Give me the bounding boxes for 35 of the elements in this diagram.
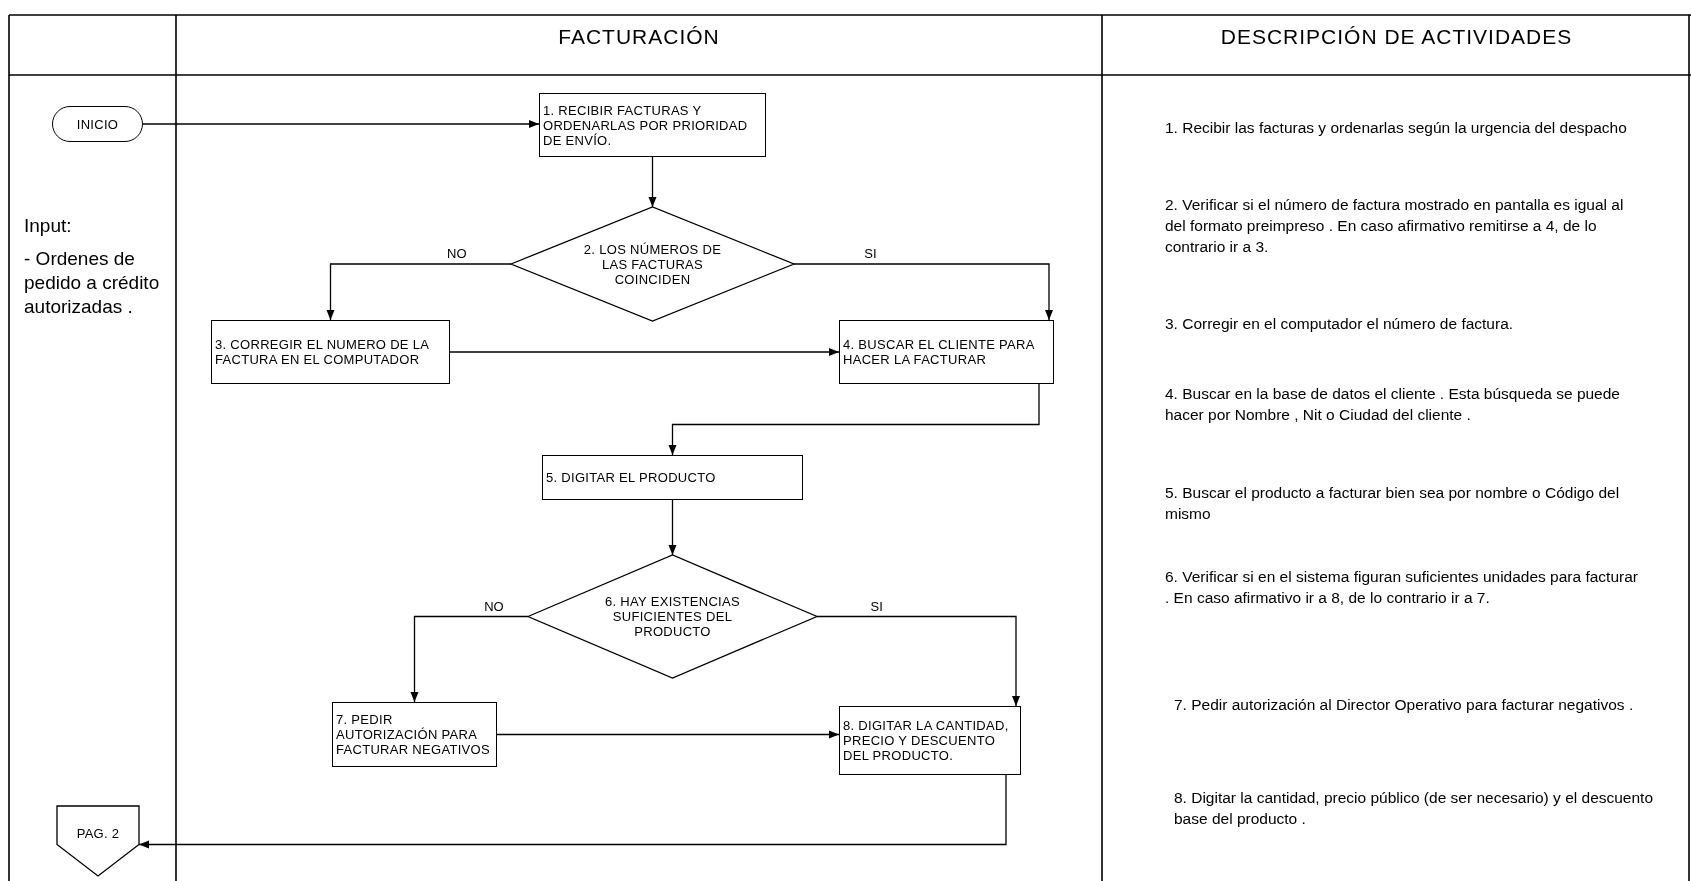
decision-diamond: 6. HAY EXISTENCIAS SUFICIENTES DEL PRODUCTO: [528, 555, 817, 678]
edge-label: SI: [862, 246, 879, 261]
process-box: 5. DIGITAR EL PRODUCTO: [542, 455, 803, 500]
process-box: 3. CORREGIR EL NUMERO DE LA FACTURA EN EL COMPUTADOR: [211, 320, 450, 384]
arrow: [668, 383, 1040, 456]
activity-description: 4. Buscar en la base de datos el cliente . Esta búsqueda se puede hacer por Nombre , Nit o Ciudad del cliente .: [1165, 384, 1621, 425]
process-box: 7. PEDIR AUTORIZACIÓN PARA FACTURAR NEGATIVOS: [332, 702, 497, 767]
activity-description: 5. Buscar el producto a facturar bien sea por nombre o Código del mismo: [1165, 483, 1621, 524]
process-box: 1. RECIBIR FACTURAS Y ORDENARLAS POR PRIORIDAD DE ENVÍO.: [539, 93, 766, 157]
activity-description: 1. Recibir las facturas y ordenarlas según la urgencia del despacho: [1165, 118, 1628, 138]
input-heading: Input:: [24, 214, 73, 238]
activity-description: 2. Verificar si el número de factura mostrado en pantalla es igual al del formato preimpreso . En caso afirmativo remitirse a 4, de lo contrario ir a 3.: [1165, 195, 1625, 257]
process-box: 8. DIGITAR LA CANTIDAD, PRECIO Y DESCUENTO DEL PRODUCTO.: [839, 706, 1021, 775]
arrow: [648, 156, 657, 208]
decision-diamond: 2. LOS NÚMEROS DE LAS FACTURAS COINCIDEN: [511, 207, 794, 321]
column-header: DESCRIPCIÓN DE ACTIVIDADES: [1219, 24, 1574, 50]
arrow: [793, 263, 1053, 321]
arrow: [326, 263, 512, 321]
activity-description: 7. Pedir autorización al Director Operativo para facturar negativos .: [1174, 695, 1635, 715]
edge-label: NO: [445, 246, 469, 261]
input-text: - Ordenes de pedido a crédito autorizadas .: [24, 247, 161, 319]
column-header: FACTURACIÓN: [557, 24, 721, 50]
arrow: [668, 499, 677, 556]
activity-description: 3. Corregir en el computador el número de factura.: [1165, 314, 1515, 334]
off-page-connector: PAG. 2: [57, 806, 139, 876]
arrow: [816, 615, 1020, 707]
arrow: [410, 615, 529, 703]
arrow: [142, 120, 540, 128]
activity-description: 8. Digitar la cantidad, precio público (de ser necesario) y el descuento base del producto .: [1174, 788, 1654, 829]
process-box: 4. BUSCAR EL CLIENTE PARA HACER LA FACTURAR: [839, 320, 1054, 384]
arrow: [496, 730, 840, 739]
terminal-shape: INICIO: [52, 106, 143, 142]
activity-description: 6. Verificar si en el sistema figuran suficientes unidades para facturar . En caso afirmativo ir a 8, de lo contrario ir a 7.: [1165, 567, 1639, 608]
arrow: [449, 348, 840, 356]
arrow: [138, 774, 1007, 849]
